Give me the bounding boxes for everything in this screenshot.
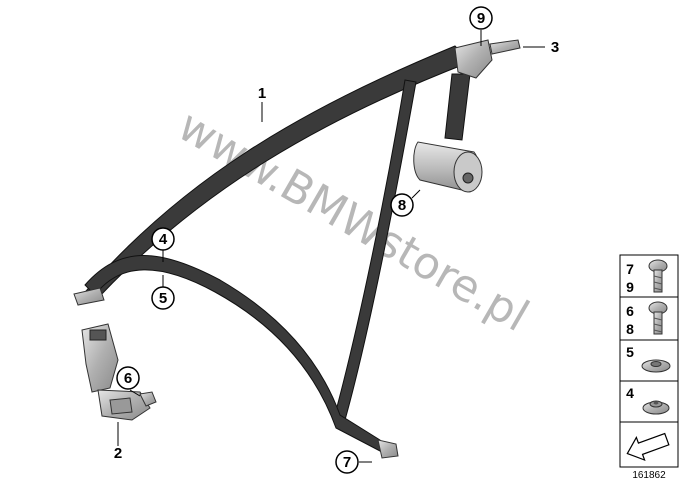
screw-icon — [648, 259, 668, 293]
callout-1: 1 — [258, 85, 266, 102]
screw-icon — [648, 301, 668, 335]
leader-lines — [117, 30, 545, 463]
buckle-assembly — [81, 323, 157, 421]
svg-text:8: 8 — [398, 197, 406, 214]
top-bracket-tab — [489, 39, 521, 55]
svg-text:4: 4 — [159, 231, 168, 248]
panel-label-9: 9 — [626, 279, 634, 295]
washer-icon — [642, 400, 670, 415]
svg-text:9: 9 — [477, 10, 485, 27]
panel-label-4: 4 — [626, 385, 634, 401]
retractor-reel — [413, 141, 483, 193]
left-anchor-bracket — [73, 287, 105, 306]
arrow-icon — [626, 432, 670, 462]
callout-2: 2 — [114, 445, 122, 462]
callout-5: 5 — [151, 286, 175, 310]
panel-label-5: 5 — [626, 344, 634, 360]
callout-4: 4 — [151, 227, 175, 251]
top-guide-bracket — [454, 39, 493, 79]
panel-label-7: 7 — [626, 261, 634, 277]
svg-text:6: 6 — [124, 370, 132, 387]
watermark-text: www.BMWstore.pl — [170, 100, 538, 342]
panel-label-6: 6 — [626, 303, 634, 319]
floor-anchor — [377, 439, 399, 459]
washer-icon — [641, 359, 671, 373]
svg-text:7: 7 — [343, 454, 351, 471]
parts-panel: 7 9 6 8 5 4 — [619, 254, 679, 468]
callout-6: 6 — [116, 366, 140, 390]
callout-8: 8 — [390, 193, 414, 217]
callout-9: 9 — [469, 6, 493, 30]
retractor-strap — [444, 73, 471, 141]
lap-belt — [84, 255, 383, 453]
panel-label-8: 8 — [626, 321, 634, 337]
callout-7: 7 — [335, 450, 359, 474]
callout-3: 3 — [551, 39, 559, 56]
diagram-number: 161862 — [632, 470, 666, 481]
svg-text:5: 5 — [159, 290, 167, 307]
